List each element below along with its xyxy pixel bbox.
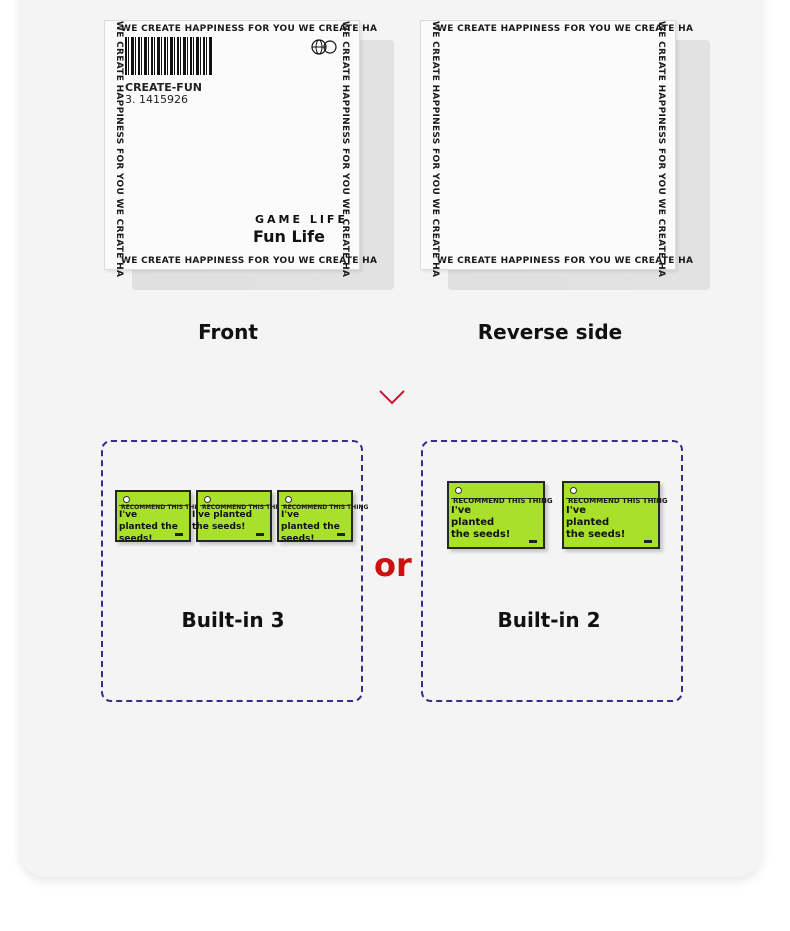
box-edge-left: WE CREATE HAPPINESS FOR YOU WE CREATE HA <box>430 21 440 278</box>
caption-front: Front <box>198 320 258 344</box>
option-label: Built-in 3 <box>181 608 285 632</box>
card-divider <box>451 498 541 499</box>
box-edge-bottom: WE CREATE HAPPINESS FOR YOU WE CREATE HA <box>121 256 378 266</box>
option-label: Built-in 2 <box>497 608 601 632</box>
gift-card: RECOMMEND THIS THING I've planted the se… <box>277 490 368 544</box>
reverse-box: WE CREATE HAPPINESS FOR YOU WE CREATE HA… <box>420 20 710 292</box>
barcode-icon <box>125 37 213 75</box>
reverse-box-face: WE CREATE HAPPINESS FOR YOU WE CREATE HA… <box>420 20 693 278</box>
card-stamp <box>529 540 537 543</box>
card-divider <box>566 498 656 499</box>
card-divider <box>200 505 268 506</box>
card-stamp <box>256 533 264 536</box>
card-hole <box>570 487 577 494</box>
card-stamp <box>337 533 345 536</box>
gift-card: RECOMMEND THIS THING I've planted the se… <box>562 481 668 549</box>
or-text: or <box>374 546 412 584</box>
card-hole <box>204 496 211 503</box>
game-life-text: GAME LIFE <box>255 213 348 226</box>
option-built-in-2: RECOMMEND THIS THING I've planted the se… <box>421 440 683 702</box>
card-message: I've planted the seeds! <box>451 505 511 540</box>
card-message: I've planted the seeds! <box>566 505 626 540</box>
box-edge-right: WE CREATE HAPPINESS FOR YOU WE CREATE HA <box>656 21 666 278</box>
fun-life-text: Fun Life <box>253 227 325 246</box>
card-hole <box>455 487 462 494</box>
card-header: RECOMMEND THIS THING <box>121 504 207 511</box>
card-hole <box>285 496 292 503</box>
card-message: I've planted the seeds! <box>281 510 340 544</box>
box-edge-left: WE CREATE HAPPINESS FOR YOU WE CREATE HA <box>114 21 124 278</box>
card-message: I've planted the seeds! <box>192 510 253 532</box>
card-stamp <box>644 540 652 543</box>
card-header: RECOMMEND THIS THING <box>202 504 288 511</box>
box-edge-top: WE CREATE HAPPINESS FOR YOU WE CREATE HA <box>437 24 694 34</box>
front-box: WE CREATE HAPPINESS FOR YOU WE CREATE HA… <box>104 20 394 292</box>
gift-card: RECOMMEND THIS THING I've planted the se… <box>115 490 206 544</box>
card-hole <box>123 496 130 503</box>
card-header: RECOMMEND THIS THING <box>453 497 553 505</box>
box-edge-bottom: WE CREATE HAPPINESS FOR YOU WE CREATE HA <box>437 256 694 266</box>
brand-number: 3. 1415926 <box>125 93 188 106</box>
chevron-down-icon <box>379 390 405 405</box>
gift-card: RECOMMEND THIS THING I've planted the se… <box>192 490 287 542</box>
card-divider <box>281 505 349 506</box>
card-divider <box>119 505 187 506</box>
caption-reverse: Reverse side <box>477 320 623 344</box>
globe-icon <box>311 39 337 55</box>
card-stamp <box>175 533 183 536</box>
box-edge-top: WE CREATE HAPPINESS FOR YOU WE CREATE HA <box>121 24 378 34</box>
option-built-in-3: RECOMMEND THIS THING I've planted the se… <box>101 440 368 702</box>
front-box-face: WE CREATE HAPPINESS FOR YOU WE CREATE HA… <box>104 20 377 278</box>
card-message: I've planted the seeds! <box>119 510 178 544</box>
card-header: RECOMMEND THIS THING <box>568 497 668 505</box>
card-header: RECOMMEND THIS THING <box>283 504 369 511</box>
brand-text: CREATE-FUN <box>125 81 202 94</box>
gift-card: RECOMMEND THIS THING I've planted the se… <box>447 481 553 549</box>
